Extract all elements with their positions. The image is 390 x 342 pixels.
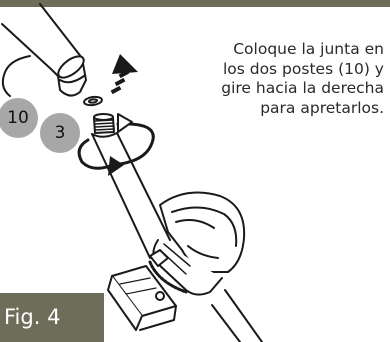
part-callout-joint: 3 bbox=[40, 113, 80, 153]
instruction-line: Coloque la junta en bbox=[233, 40, 384, 58]
upper-post bbox=[1, 3, 87, 97]
top-rule bbox=[0, 0, 390, 7]
joint-gasket bbox=[83, 95, 103, 107]
instruction-text: Coloque la junta en los dos postes (10) … bbox=[184, 40, 384, 118]
lower-post bbox=[91, 113, 263, 342]
part-callout-post: 10 bbox=[0, 98, 38, 138]
figure-label: Fig. 4 bbox=[0, 293, 104, 342]
up-arrow-icon bbox=[110, 54, 138, 95]
clamp-bracket bbox=[107, 191, 246, 331]
instruction-line: gire hacia la derecha bbox=[221, 79, 384, 97]
instruction-line: para apretarlos. bbox=[260, 98, 384, 117]
rotate-clockwise-icon bbox=[77, 113, 155, 176]
instruction-line: los dos postes (10) y bbox=[222, 59, 384, 78]
power-cord bbox=[1, 55, 31, 97]
